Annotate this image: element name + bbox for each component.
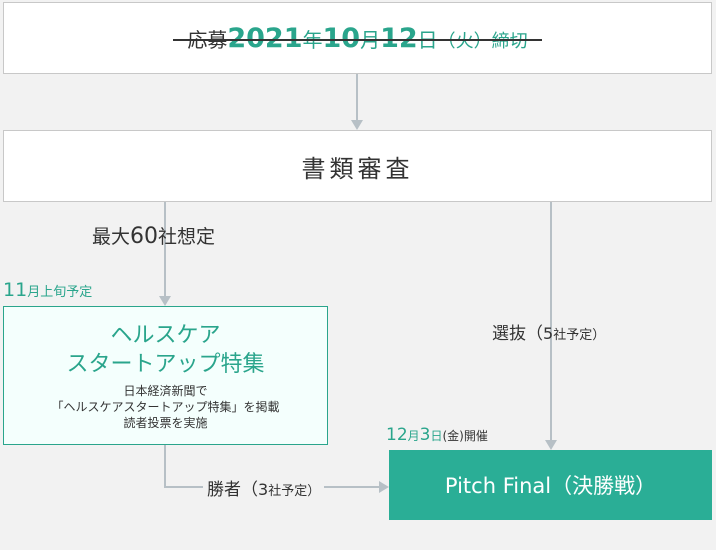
final-date-label: 12月3日(金)開催 (386, 425, 488, 445)
healthcare-feature-title-1: ヘルスケア (110, 322, 221, 348)
winner-label: 勝者（3社予定） (203, 475, 325, 500)
healthcare-feature-title-2: スタートアップ特集 (66, 351, 265, 377)
healthcare-feature-desc-1: 日本経済新聞で (123, 383, 208, 398)
selection-label: 選抜（5社予定） (492, 324, 606, 344)
healthcare-feature-box: ヘルスケア スタートアップ特集 日本経済新聞で 「ヘルスケアスタートアップ特集」… (3, 306, 328, 445)
document-review-box: 書類審査 (3, 130, 712, 202)
document-review-label: 書類審査 (301, 154, 414, 183)
healthcare-feature-desc-2: 「ヘルスケアスタートアップ特集」を掲載 (51, 399, 280, 414)
deadline-text: 応募 2021 年 10 月 12 日 （火） 締切 (173, 22, 542, 54)
health-date-label: 11月上旬予定 (3, 279, 93, 301)
max-companies-label: 最大60社想定 (92, 224, 216, 249)
pitch-final-box: Pitch Final（決勝戦） (389, 450, 712, 520)
healthcare-feature-desc-3: 読者投票を実施 (123, 415, 208, 430)
deadline-box: 応募 2021 年 10 月 12 日 （火） 締切 (3, 2, 712, 74)
pitch-final-label: Pitch Final（決勝戦） (444, 474, 657, 498)
